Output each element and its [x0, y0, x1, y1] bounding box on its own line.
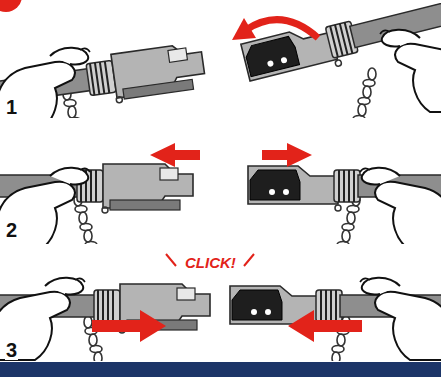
step-number: 1	[5, 97, 18, 117]
sound-callout: CLICK!	[183, 255, 238, 270]
label-holder: CLICK!	[183, 254, 238, 272]
step-number: 2	[5, 220, 18, 240]
label-holder: 3	[5, 340, 18, 361]
step-number: 3	[5, 340, 18, 360]
label-holder: 2	[5, 220, 18, 241]
label-holder: 1	[5, 97, 18, 118]
